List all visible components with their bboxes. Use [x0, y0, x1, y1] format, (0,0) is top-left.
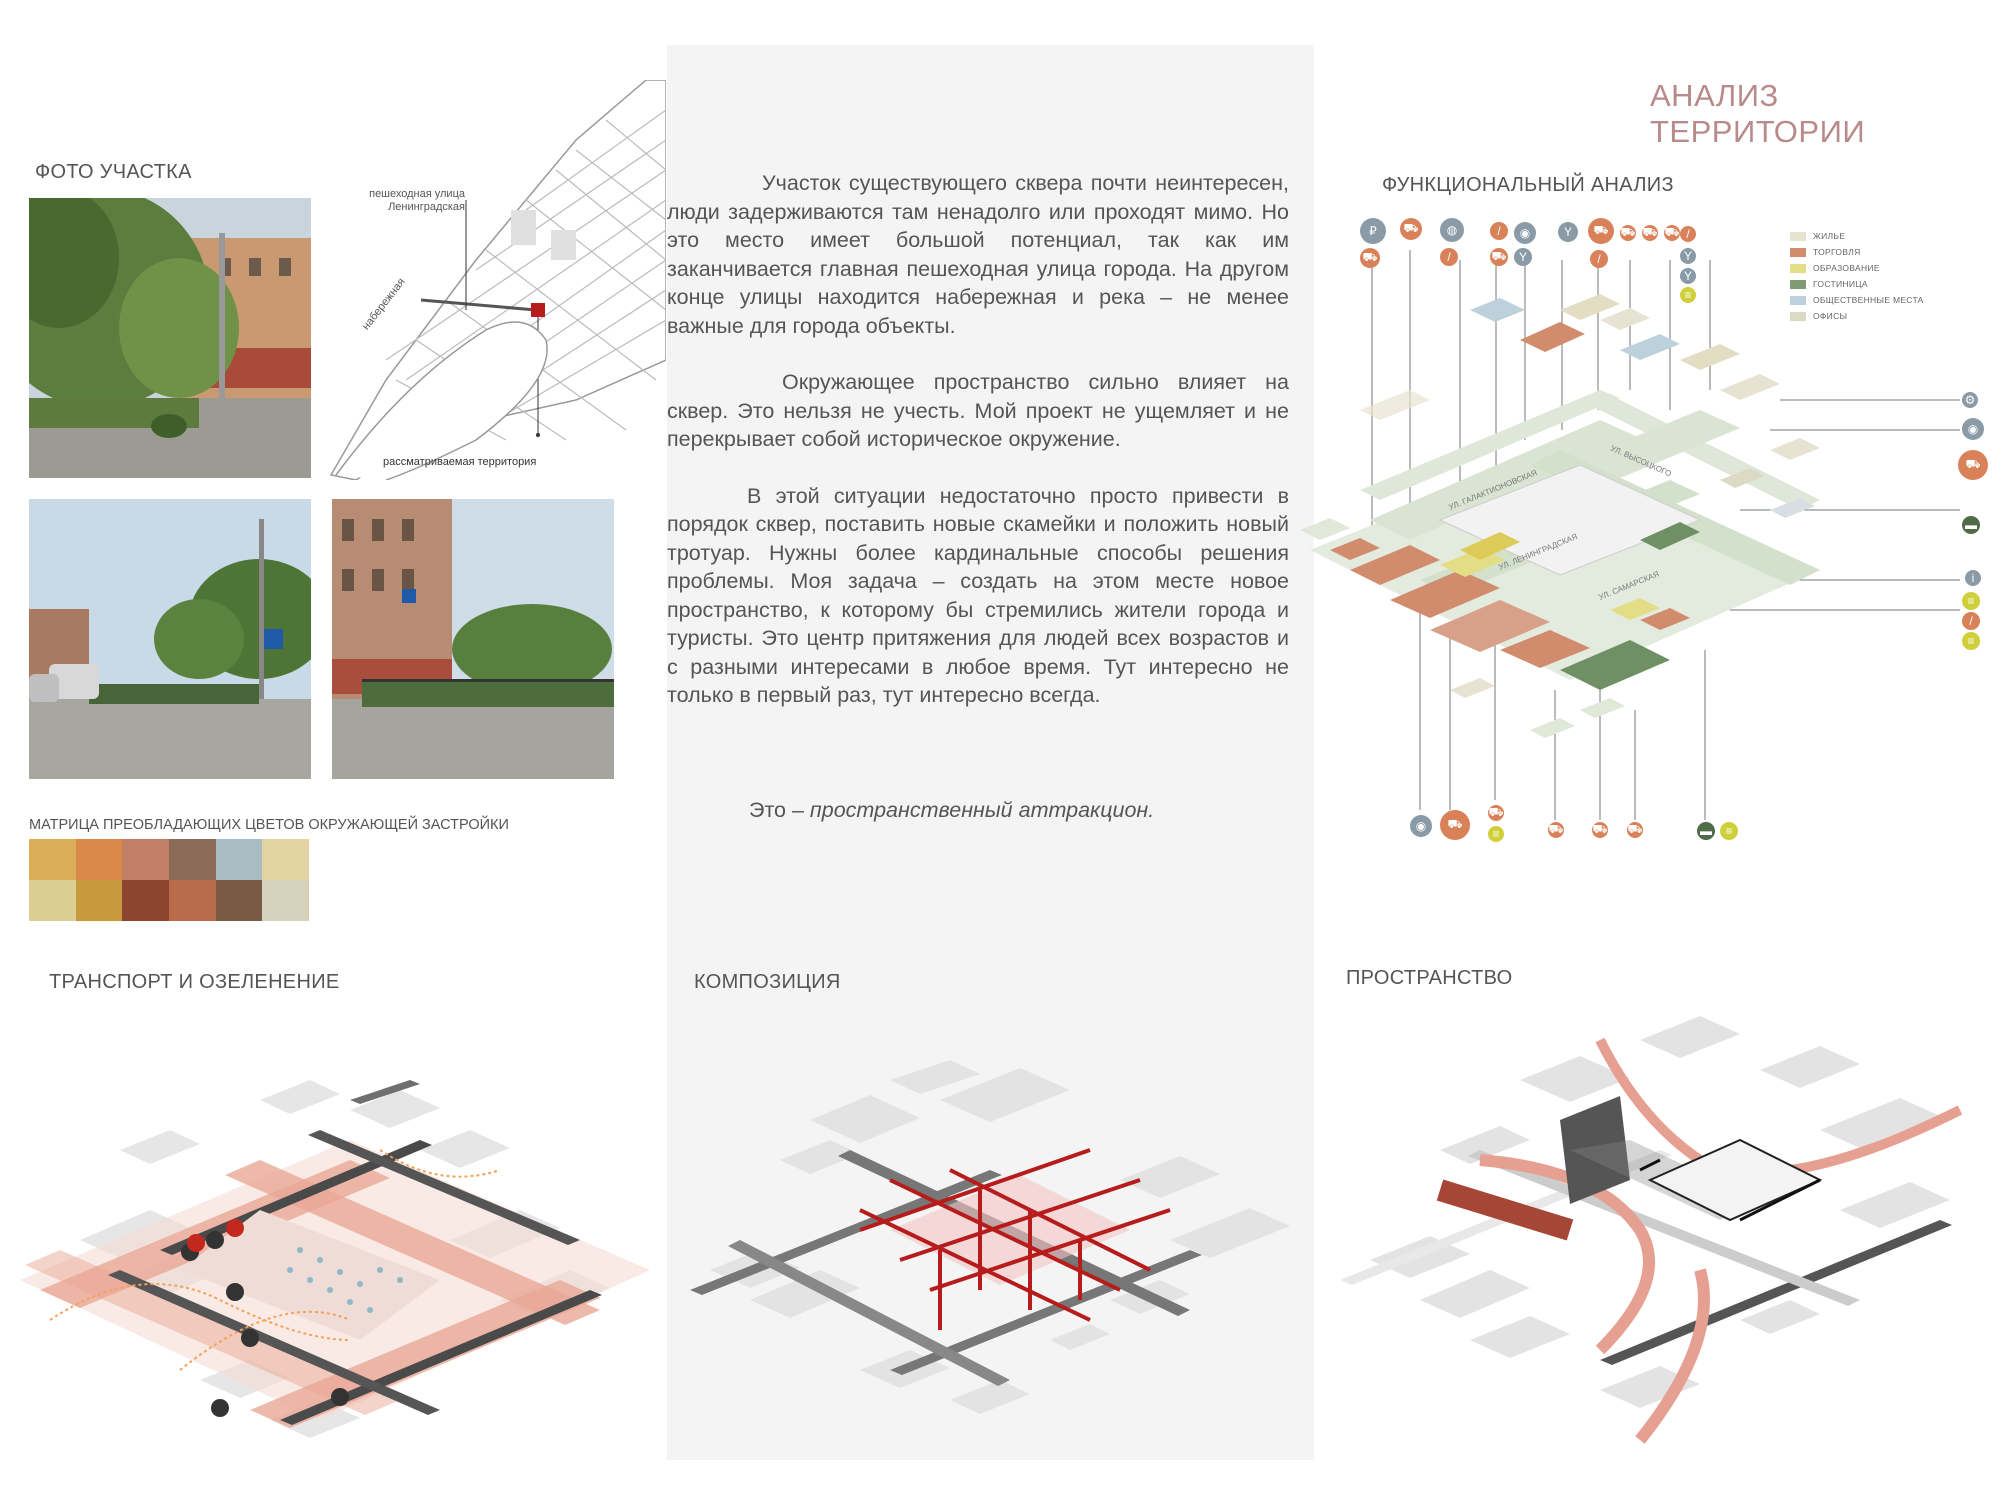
- map-label-territory: рассматриваемая территория: [383, 456, 537, 468]
- legend-item-offices: ОФИСЫ: [1790, 309, 1924, 323]
- legend-swatch-housing: [1790, 231, 1806, 241]
- map-label-pedestrian-line1: пешеходная улица: [369, 188, 465, 200]
- essay-paragraph-2: Окружающее пространство сильно влияет на…: [667, 370, 1289, 451]
- graduation-icon: ≡: [1720, 822, 1738, 840]
- space-label: ПРОСТРАНСТВО: [1346, 967, 1513, 989]
- composition-diagram: [690, 1040, 1320, 1450]
- brush-icon: /: [1490, 222, 1508, 240]
- plate-icon: ◉: [1962, 418, 1984, 440]
- brush-icon: /: [1962, 612, 1980, 630]
- photo-section-label: ФОТО УЧАСТКА: [35, 161, 192, 183]
- palette-swatch: [262, 839, 309, 880]
- palette-swatch: [169, 839, 216, 880]
- bed-icon: ▬: [1962, 516, 1980, 534]
- graduation-icon: ≡: [1680, 287, 1696, 303]
- functional-diagram: УЛ. ГАЛАКТИОНОВСКАЯ УЛ. ВЫСОЦКОГО УЛ. ЛЕ…: [1300, 210, 2000, 860]
- essay-text: Участок существующего сквера почти неинт…: [667, 169, 1289, 710]
- palette-swatch: [75, 839, 123, 880]
- space-diagram: [1340, 1000, 1990, 1460]
- cart-icon: ⛟: [1627, 822, 1643, 838]
- graduation-icon: ≡: [1488, 826, 1504, 842]
- map-label-pedestrian-line2: Ленинградская: [388, 201, 465, 213]
- plate-icon: ◉: [1514, 222, 1536, 244]
- site-photo-2: [29, 499, 311, 779]
- essay-closing-prefix: Это –: [749, 798, 810, 822]
- transport-diagram: [20, 1040, 650, 1470]
- brush-icon: /: [1680, 226, 1696, 242]
- glass-icon: Y: [1680, 268, 1696, 284]
- cart-icon: ⛟: [1642, 225, 1658, 241]
- site-photo-1: [29, 198, 311, 478]
- cart-icon: ⛟: [1592, 822, 1608, 838]
- palette-swatch: [262, 880, 309, 921]
- bed-icon: ▬: [1697, 822, 1715, 840]
- palette-swatch: [75, 880, 123, 921]
- site-photo-3: [332, 499, 614, 779]
- graduation-icon: ≡: [1962, 592, 1980, 610]
- legend-swatch-hotel: [1790, 279, 1806, 289]
- palette-swatch: [169, 880, 216, 921]
- palette-label: МАТРИЦА ПРЕОБЛАДАЮЩИХ ЦВЕТОВ ОКРУЖАЮЩЕЙ …: [29, 817, 509, 833]
- legend-text-hotel: ГОСТИНИЦА: [1813, 279, 1868, 289]
- palette-swatch: [215, 839, 263, 880]
- legend-text-housing: ЖИЛЬЕ: [1813, 231, 1846, 241]
- essay-closing-emphasis: пространственный аттракцион.: [809, 798, 1155, 822]
- essay-closing: Это – пространственный аттракцион.: [749, 798, 1154, 823]
- legend-swatch-offices: [1790, 311, 1806, 321]
- palette-swatch: [122, 839, 169, 880]
- functional-legend: ЖИЛЬЕ ТОРГОВЛЯ ОБРАЗОВАНИЕ ГОСТИНИЦА ОБЩ…: [1790, 229, 1924, 325]
- cart-icon: ⛟: [1664, 225, 1680, 241]
- glass-icon: Y: [1558, 222, 1578, 242]
- page-title: АНАЛИЗ ТЕРРИТОРИИ: [1650, 78, 1866, 149]
- essay-paragraph-3: В этой ситуации недостаточно просто прив…: [667, 483, 1289, 708]
- cart-icon: ⛟: [1548, 822, 1564, 838]
- palette-swatch: [29, 880, 76, 921]
- palette-grid: [29, 839, 309, 921]
- cart-icon: ⛟: [1440, 810, 1470, 840]
- legend-text-public: ОБЩЕСТВЕННЫЕ МЕСТА: [1813, 295, 1924, 305]
- ruble-icon: ₽: [1360, 218, 1386, 244]
- cart-icon: ⛟: [1588, 218, 1614, 244]
- graduation-icon: ≡: [1962, 632, 1980, 650]
- cart-icon: ⛟: [1958, 450, 1988, 480]
- legend-swatch-education: [1790, 263, 1806, 273]
- palette-swatch: [29, 839, 76, 880]
- cart-icon: ⛟: [1488, 805, 1504, 821]
- location-map: [326, 79, 667, 481]
- legend-text-education: ОБРАЗОВАНИЕ: [1813, 263, 1880, 273]
- palette-swatch: [215, 880, 263, 921]
- legend-text-trade: ТОРГОВЛЯ: [1813, 247, 1861, 257]
- legend-swatch-public: [1790, 295, 1806, 305]
- legend-text-offices: ОФИСЫ: [1813, 311, 1848, 321]
- glass-icon: Y: [1680, 248, 1696, 264]
- cart-icon: ⛟: [1400, 218, 1422, 240]
- brush-icon: /: [1590, 250, 1608, 268]
- legend-item-trade: ТОРГОВЛЯ: [1790, 245, 1924, 259]
- functional-label: ФУНКЦИОНАЛЬНЫЙ АНАЛИЗ: [1382, 174, 1674, 196]
- legend-item-public: ОБЩЕСТВЕННЫЕ МЕСТА: [1790, 293, 1924, 307]
- plate-icon: ◉: [1410, 815, 1432, 837]
- legend-item-education: ОБРАЗОВАНИЕ: [1790, 261, 1924, 275]
- glass-icon: Y: [1514, 248, 1532, 266]
- cart-icon: ⛟: [1620, 225, 1636, 241]
- settings-icon: ⚙: [1962, 392, 1978, 408]
- legend-item-hotel: ГОСТИНИЦА: [1790, 277, 1924, 291]
- essay-paragraph-1: Участок существующего сквера почти неинт…: [667, 171, 1289, 338]
- composition-label: КОМПОЗИЦИЯ: [694, 971, 841, 993]
- cart-icon: ⛟: [1360, 248, 1380, 268]
- cart-icon: ⛟: [1490, 248, 1508, 266]
- transport-label: ТРАНСПОРТ И ОЗЕЛЕНЕНИЕ: [49, 971, 340, 993]
- brush-icon: /: [1440, 248, 1458, 266]
- map-label-pedestrian: пешеходная улица Ленинградская: [355, 188, 465, 214]
- info-icon: i: [1965, 570, 1981, 586]
- legend-swatch-trade: [1790, 247, 1806, 257]
- legend-item-housing: ЖИЛЬЕ: [1790, 229, 1924, 243]
- globe-icon: ◍: [1440, 218, 1464, 242]
- palette-swatch: [122, 880, 169, 921]
